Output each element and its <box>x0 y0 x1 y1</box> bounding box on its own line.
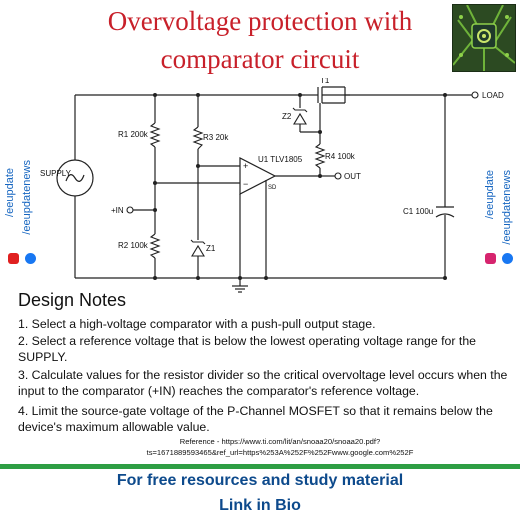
t1-label: T1 <box>320 78 330 85</box>
reference-line-1: Reference - https://www.ti.com/lit/an/sn… <box>179 437 381 446</box>
sd-label: SD <box>268 185 277 191</box>
z2-label: Z2 <box>282 112 292 121</box>
c1-label: C1 100u <box>403 207 433 216</box>
note-1: 1. Select a high-voltage comparator with… <box>18 317 376 331</box>
terminals <box>126 91 479 214</box>
zener-diodes <box>190 107 308 257</box>
resistor-symbols <box>149 122 326 259</box>
r2-label: R2 100k <box>118 241 149 250</box>
load-label: LOAD <box>482 91 504 100</box>
footer-line-1: For free resources and study material <box>116 472 404 489</box>
left-news-handle: /eeupdatenews <box>21 160 33 235</box>
plus-label: + <box>243 161 248 171</box>
u1-label: U1 TLV1805 <box>258 155 303 164</box>
note-4: 4. Limit the source-gate voltage of the … <box>18 404 493 434</box>
brand-logo <box>452 4 516 72</box>
junction-dots <box>153 93 447 280</box>
divider-bar <box>0 464 520 469</box>
facebook-icon <box>25 253 36 264</box>
r3-label: R3 20k <box>203 133 229 142</box>
footer-line-2: Link in Bio <box>219 497 301 514</box>
left-handle: /eeupdate <box>4 168 16 217</box>
out-label: OUT <box>344 172 361 181</box>
note-3: 3. Calculate values for the resistor div… <box>18 368 508 398</box>
note-2: 2. Select a reference voltage that is be… <box>18 334 476 364</box>
instagram-icon <box>485 253 496 264</box>
title-line-2: comparator circuit <box>160 44 360 74</box>
r4-label: R4 100k <box>325 152 356 161</box>
r1-label: R1 200k <box>118 130 149 139</box>
supply-label: SUPPLY <box>40 169 72 178</box>
design-notes-heading: Design Notes <box>18 290 127 310</box>
circuit-diagram: R1 200k R3 20k R2 100k Z1 Z2 T1 R4 100k … <box>40 78 504 293</box>
z1-label: Z1 <box>206 244 216 253</box>
in-label: +IN <box>111 206 124 215</box>
title-line-1: Overvoltage protection with <box>107 6 413 36</box>
right-news-handle: /eeupdatenews <box>501 170 513 245</box>
youtube-icon <box>8 253 19 264</box>
minus-label: − <box>243 179 248 189</box>
right-handle: /eeupdate <box>484 170 496 219</box>
reference-line-2: ts=1671889593465&ref_url=https%253A%252F… <box>146 448 414 457</box>
facebook-icon <box>502 253 513 264</box>
